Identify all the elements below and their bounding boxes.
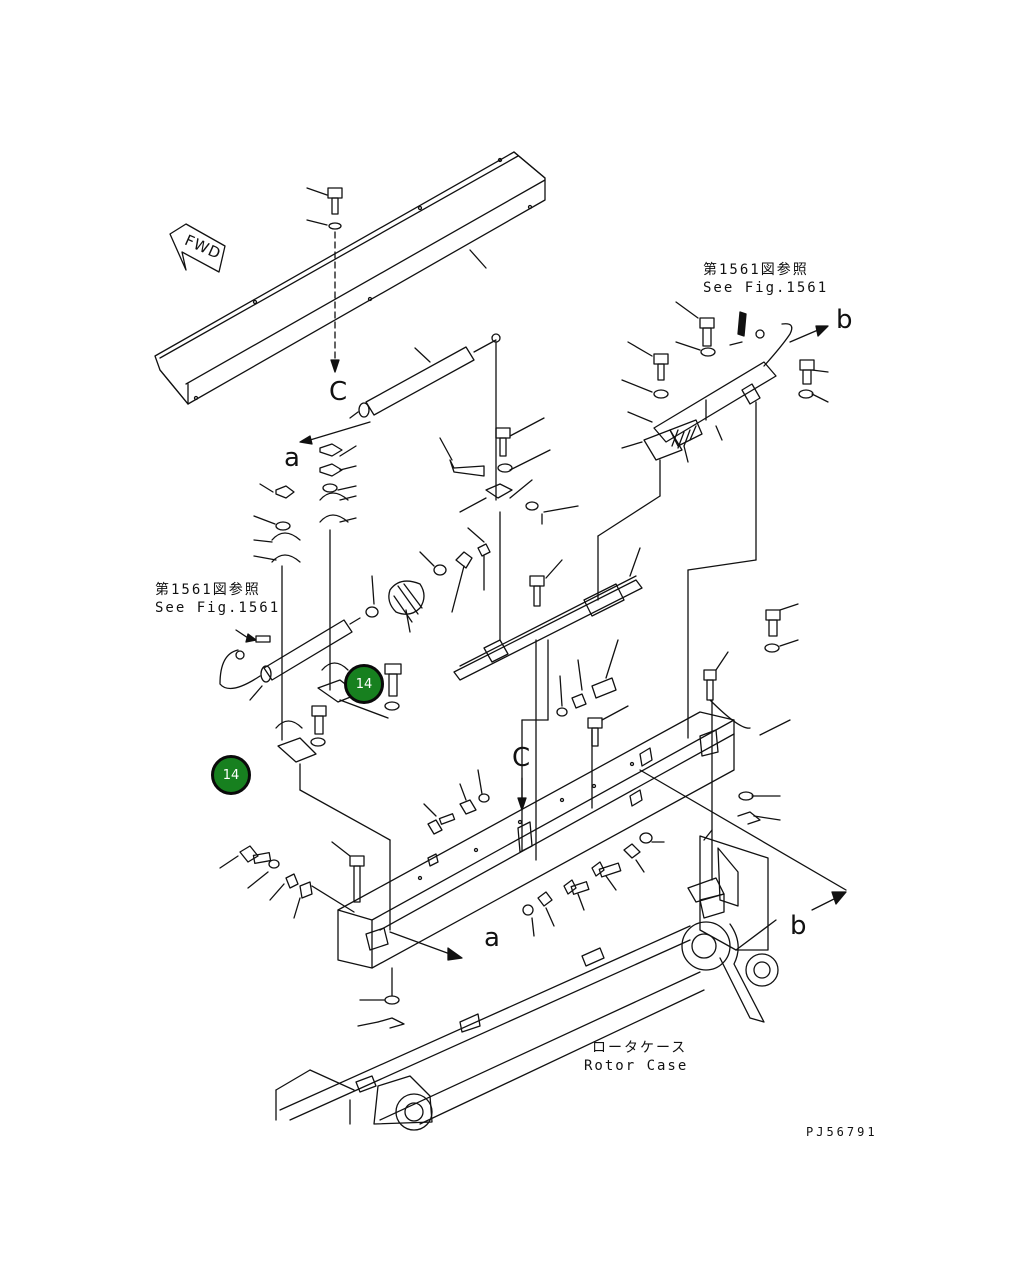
- connection-label-b-upper: b: [836, 305, 853, 335]
- lower-brackets: [275, 662, 402, 931]
- reference-note-lower-jp: 第1561図参照: [155, 582, 261, 598]
- cover-bolt-assembly: [306, 187, 343, 373]
- left-clamp-stack: [253, 443, 357, 741]
- rotor-case-label-jp: ロータケース: [592, 1040, 688, 1056]
- top-cover-panel: [154, 151, 546, 405]
- main-frame-beam: [337, 639, 847, 969]
- rotor-case-label-en: Rotor Case: [584, 1058, 689, 1074]
- right-side-bolts: [703, 603, 799, 881]
- connection-label-a-lower: a: [484, 923, 500, 953]
- part-callout-14-lower[interactable]: 14: [211, 755, 251, 795]
- figure-code: PJ56791: [806, 1125, 878, 1139]
- reference-note-upper-en[interactable]: See Fig.1561: [703, 280, 829, 296]
- connection-label-b-lower: b: [790, 911, 807, 941]
- right-cylinder-assembly: [621, 301, 829, 739]
- gas-spring-upper: [349, 333, 501, 501]
- gas-spring-lower: [219, 617, 361, 701]
- part-callout-14-upper[interactable]: 14: [344, 664, 384, 704]
- reference-note-lower-en[interactable]: See Fig.1561: [155, 600, 281, 616]
- spring-boot: [365, 551, 473, 633]
- connection-label-a-upper: a: [284, 443, 300, 473]
- connection-label-c-upper: C: [329, 377, 348, 407]
- connection-label-c-lower: C: [512, 743, 531, 773]
- lower-left-hardware: [219, 841, 405, 1029]
- reference-note-upper-jp: 第1561図参照: [703, 262, 809, 278]
- center-hardware: [439, 417, 579, 641]
- forward-arrow-icon: [169, 223, 226, 273]
- rotor-case-structure: [275, 829, 779, 1131]
- beam-front-bolts: [423, 639, 665, 937]
- slide-rail: [453, 495, 661, 681]
